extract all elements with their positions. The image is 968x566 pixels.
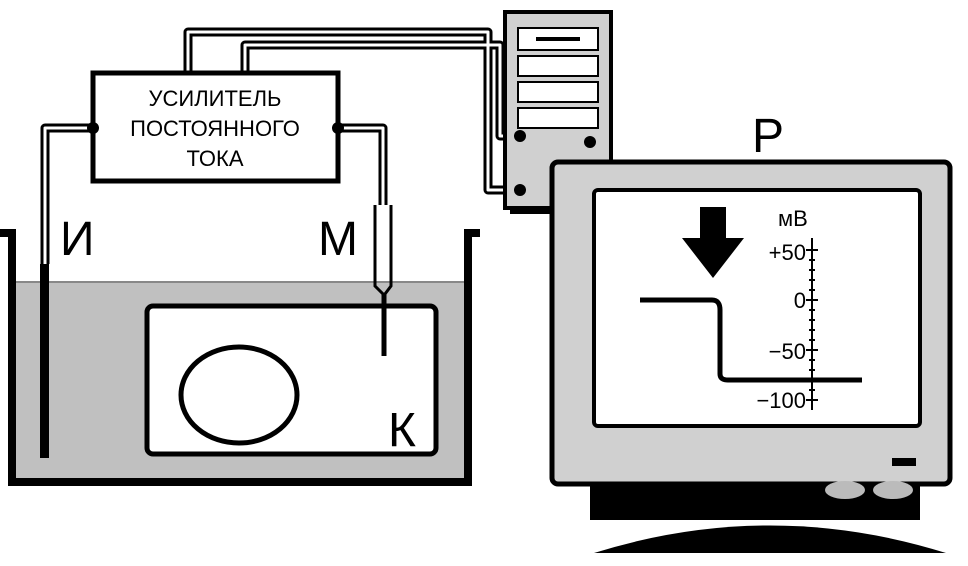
monitor — [549, 159, 953, 553]
port-bottom — [514, 184, 526, 196]
label-cell: К — [388, 404, 416, 457]
amplifier-line-3: ТОКА — [186, 146, 243, 171]
microelectrode — [373, 205, 393, 356]
indifferent-electrode — [40, 264, 49, 458]
amplifier-line-1: УСИЛИТЕЛЬ — [149, 86, 282, 111]
monitor-screen — [592, 188, 922, 428]
monitor-knob-left — [825, 481, 865, 499]
cell — [178, 344, 300, 446]
port-top — [514, 130, 526, 142]
monitor-base — [594, 525, 946, 553]
label-micro: М — [318, 213, 358, 266]
monitor-knob-right — [873, 481, 913, 499]
label-recorder: Р — [752, 110, 784, 163]
potential-trace — [640, 297, 862, 383]
bath-wall — [0, 229, 480, 486]
axis-unit: мВ — [778, 206, 808, 231]
tick-label-0: 0 — [794, 288, 806, 313]
monitor-led — [892, 458, 916, 466]
label-indifferent: И — [60, 213, 95, 266]
down-arrow-icon — [682, 207, 744, 278]
tick-label-minus50: −50 — [769, 339, 806, 364]
power-button — [584, 136, 596, 148]
amp-output-terminal — [332, 122, 344, 134]
screen-plot: мВ +50 0 −50 −100 — [640, 206, 862, 413]
monitor-stand — [590, 480, 920, 520]
tick-label-minus100: −100 — [756, 388, 806, 413]
computer-tower — [503, 10, 613, 214]
scale-ticks — [806, 249, 818, 401]
tick-label-plus50: +50 — [769, 240, 806, 265]
amplifier-line-2: ПОСТОЯННОГО — [130, 116, 300, 141]
amp-input-terminal — [87, 122, 99, 134]
